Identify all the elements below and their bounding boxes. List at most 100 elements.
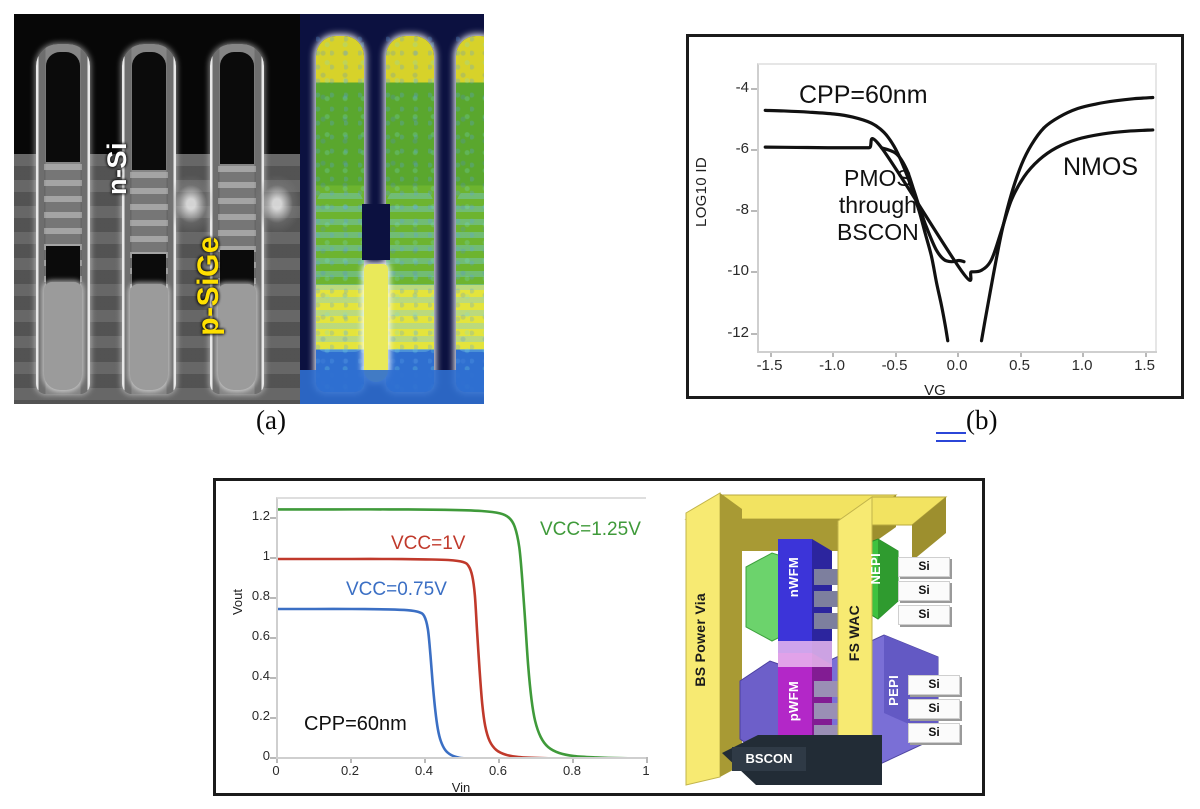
y-tick-label: -12 <box>727 323 749 341</box>
panel-c-legend-vcc-1: VCC=1V <box>391 533 466 554</box>
tem-pinch-2 <box>252 174 300 234</box>
label-bs-power-via: BS Power Via <box>692 593 708 687</box>
edx-band-overlay-2 <box>386 186 434 352</box>
y-tick-mark <box>270 677 276 679</box>
y-tick-mark <box>751 148 757 151</box>
tem-epi-void-1 <box>46 246 80 286</box>
caption-b: (b) <box>966 405 998 435</box>
panel-b-annotation-cpp: CPP=60nm <box>799 81 928 109</box>
x-tick-mark <box>498 757 500 763</box>
panel-c-plot-area <box>276 497 648 759</box>
edx-fin-3 <box>456 36 484 392</box>
y-tick-mark <box>270 557 276 559</box>
y-tick-label: 0.8 <box>251 588 270 603</box>
gate-fin-2 <box>814 591 838 607</box>
edx-elemental-map <box>300 14 484 404</box>
x-tick-label: 0.5 <box>1009 357 1030 374</box>
x-tick-label: 0.0 <box>946 357 968 374</box>
device-schematic: BS Power Via FS WAC nWFM pWFM NEPI PEPI … <box>646 485 982 793</box>
y-tick-label: -6 <box>735 139 749 157</box>
x-tick-label: -1.5 <box>756 357 783 374</box>
y-tick-label: 0.4 <box>251 668 270 683</box>
x-axis-line <box>757 351 1157 353</box>
tem-gate-void-3 <box>220 52 254 164</box>
fs-wac-rail-side <box>912 497 946 561</box>
edx-noise-3 <box>456 36 484 392</box>
edx-center-epi <box>364 264 388 382</box>
edx-bottom-blue <box>300 370 484 404</box>
panel-b-plot-area <box>757 63 1157 351</box>
edx-band-overlay-3 <box>456 186 484 352</box>
caption-b-blue-rule <box>936 432 966 442</box>
si-nanosheet-1: Si <box>898 557 950 577</box>
tem-epi-void-2 <box>132 254 166 288</box>
tem-label-n-si: n-Si <box>102 142 132 195</box>
x-tick-mark <box>832 351 834 357</box>
x-tick-label: 1 <box>642 763 650 778</box>
curve-nmos-low <box>763 128 1155 282</box>
label-nepi: NEPI <box>868 553 883 585</box>
panel-b-annotation-pmos: PMOS through BSCON <box>837 165 919 246</box>
wfm-interface-band <box>778 641 832 667</box>
edx-fin-1 <box>316 36 364 392</box>
x-tick-label: 0.8 <box>562 763 582 778</box>
y-tick-label: 0 <box>262 748 270 763</box>
label-bscon: BSCON <box>732 747 806 771</box>
tem-epi-void-3 <box>220 250 254 288</box>
y-tick-mark <box>751 87 757 90</box>
x-tick-label: -1.0 <box>819 357 845 374</box>
x-tick-mark <box>350 757 352 763</box>
gate-fin-3 <box>814 613 838 629</box>
label-nwfm: nWFM <box>786 557 801 598</box>
tem-epi-3 <box>218 284 256 390</box>
y-tick-label: 0.2 <box>251 708 270 723</box>
y-tick-mark <box>270 597 276 599</box>
si-nanosheet-3: Si <box>898 605 950 625</box>
tem-gate-void-1 <box>46 52 80 162</box>
panel-b-annotation-pmos-l2: through <box>838 192 917 219</box>
curve-vcc-1-25v <box>278 508 648 759</box>
tem-epi-2 <box>130 284 168 390</box>
y-tick-mark <box>751 332 757 335</box>
panel-b-annotation-pmos-l1: PMOS <box>844 165 912 191</box>
curve-vcc-1v <box>278 557 576 759</box>
x-tick-label: 1.5 <box>1134 357 1155 374</box>
nepi-block-side <box>878 539 898 619</box>
tem-grayscale-image: n-Si p-SiGe <box>14 14 300 404</box>
x-tick-mark <box>1019 351 1022 357</box>
x-tick-mark <box>424 757 426 763</box>
edx-center-void <box>362 204 390 260</box>
x-tick-mark <box>957 351 959 357</box>
panel-b-y-axis-label: LOG10 ID <box>693 157 710 227</box>
x-tick-label: 1.0 <box>1071 357 1093 374</box>
si-nanosheet-2: Si <box>898 581 950 601</box>
edx-noise-2 <box>386 36 434 392</box>
y-tick-mark <box>270 517 276 519</box>
x-axis-line <box>276 757 646 759</box>
y-tick-mark <box>751 271 757 274</box>
nwfm-slab <box>778 539 812 657</box>
y-tick-mark <box>270 637 276 639</box>
x-tick-mark <box>572 757 574 763</box>
x-tick-mark <box>894 351 897 357</box>
tem-pinch-1 <box>166 174 216 234</box>
y-tick-label: -8 <box>735 201 749 219</box>
x-tick-label: 0.6 <box>488 763 508 778</box>
x-tick-label: 0.4 <box>414 763 434 778</box>
panel-c-x-axis-label: Vin <box>451 780 471 795</box>
y-tick-label: 1.2 <box>251 508 270 523</box>
panel-c-annotation-cpp: CPP=60nm <box>304 713 407 735</box>
si-nanosheet-5: Si <box>908 699 960 719</box>
y-tick-label: 0.6 <box>251 628 270 643</box>
x-tick-label: 0.2 <box>340 763 360 778</box>
curve-vcc-0-75v <box>278 607 465 759</box>
edx-band-overlay-1 <box>316 186 364 352</box>
gate-fin-4 <box>814 681 838 697</box>
panel-b-curves <box>763 95 1155 343</box>
y-tick-label: -10 <box>727 262 749 280</box>
panel-c-vtc-and-schematic: Vout Vin CPP=60nm VCC=1.25V VCC=1V VCC=0… <box>213 478 985 796</box>
panel-b-x-axis-label: VG <box>924 382 946 399</box>
si-nanosheet-6: Si <box>908 723 960 743</box>
gate-fin-5 <box>814 703 838 719</box>
bs-power-via-side <box>720 493 742 777</box>
